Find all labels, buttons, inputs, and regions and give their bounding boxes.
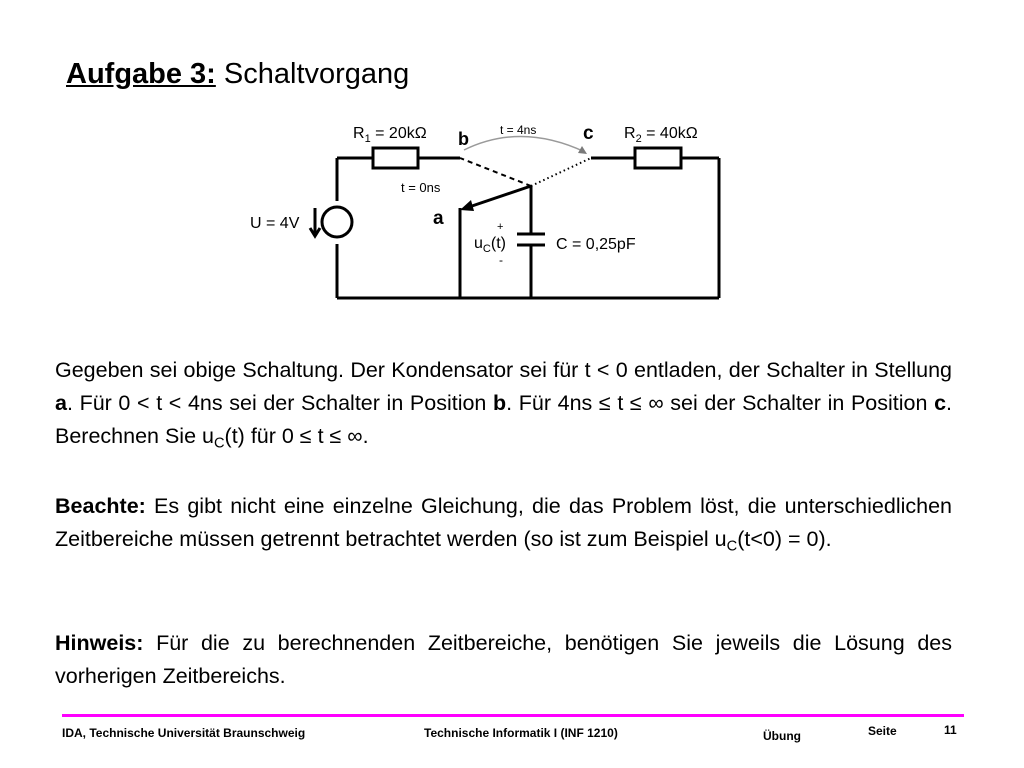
switch-dotted-line [530, 157, 592, 187]
switch-arrowhead [460, 200, 474, 211]
switch-arc [463, 135, 586, 153]
footer-page-label: Seite [868, 724, 897, 738]
note-label: Beachte: [55, 494, 146, 518]
hint-paragraph: Hinweis: Für die zu berechnenden Zeitber… [55, 631, 952, 688]
voltage-source [320, 205, 354, 239]
footer-course: Technische Informatik I (INF 1210) [424, 726, 618, 740]
source-label: U = 4V [250, 215, 300, 232]
switch-time-0ns: t = 0ns [401, 180, 441, 195]
voltage-arrow [308, 208, 322, 239]
circuit-wires [335, 156, 721, 300]
capacitor-minus: - [499, 253, 503, 267]
r2-label: R2 = 40kΩ [624, 125, 698, 145]
capacitor-voltage-label: uC(t) [474, 235, 506, 255]
task-topic: Schaltvorgang [223, 58, 410, 90]
capacitor-value-label: C = 0,25pF [556, 236, 636, 253]
slide-title: Aufgabe 3: Schaltvorgang [66, 58, 409, 91]
r1-label: R1 = 20kΩ [353, 125, 427, 145]
capacitor-plus: + [497, 221, 503, 233]
circuit-diagram: R1 = 20kΩ R2 = 40kΩ b c a t = 4ns t = 0n… [250, 123, 721, 300]
node-c-label: c [583, 123, 594, 144]
switch-dashed-line [459, 157, 532, 187]
hint-label: Hinweis: [55, 631, 144, 655]
footer-type: Übung [763, 729, 801, 743]
task-number: Aufgabe 3: [66, 58, 216, 90]
task-description: Gegeben sei obige Schaltung. Der Kondens… [55, 358, 953, 452]
resistor-r1 [371, 146, 420, 170]
node-b-label: b [458, 129, 469, 149]
resistor-r2 [633, 146, 683, 170]
footer-institution: IDA, Technische Universität Braunschweig [62, 726, 306, 740]
footer-divider [62, 714, 964, 717]
switch-blade [468, 184, 532, 209]
node-a-label: a [433, 208, 444, 229]
switch-time-4ns: t = 4ns [500, 123, 536, 137]
footer-page-number: 11 [944, 723, 957, 737]
note-paragraph: Beachte: Es gibt nicht eine einzelne Gle… [55, 494, 952, 555]
switch-arc-arrowhead [578, 146, 587, 154]
